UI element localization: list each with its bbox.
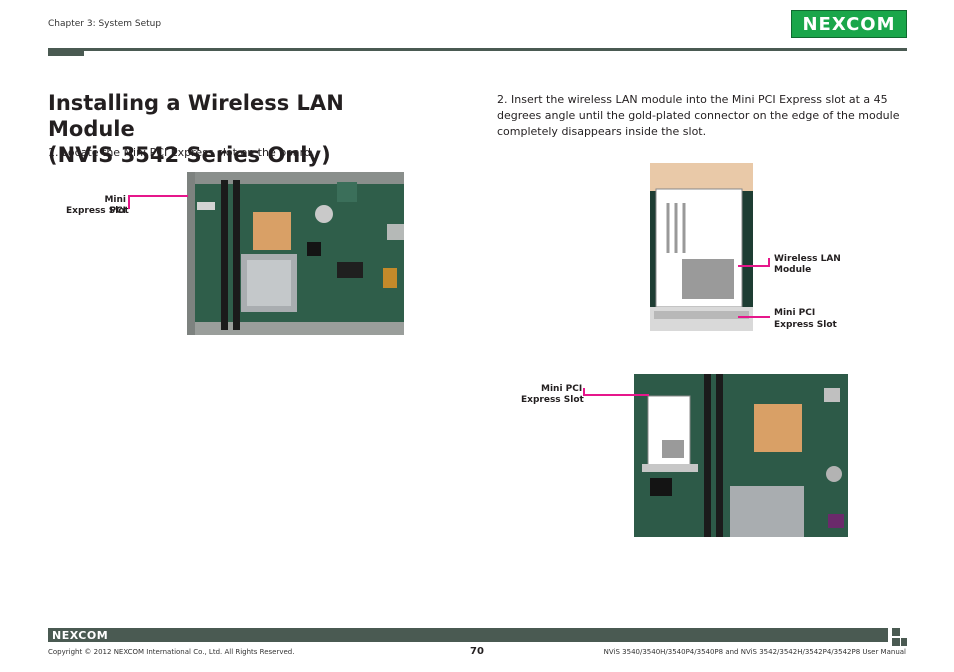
- photo3-callout-line-h: [583, 394, 649, 396]
- photo2-module-callout-line-v: [768, 258, 770, 267]
- photo2-slot-callout-line2: Express Slot: [774, 320, 837, 330]
- footer-square-2: [892, 638, 900, 646]
- photo3-callout-line-v: [583, 388, 585, 396]
- title-line-1: Installing a Wireless LAN Module: [48, 91, 344, 141]
- photo3-callout-line1: Mini PCI: [541, 384, 583, 394]
- installed-module-illustration: [634, 374, 848, 537]
- title-line-2: (NViS 3542 Series Only): [48, 143, 331, 167]
- footer-logo: NEXCOM: [52, 629, 109, 642]
- step-2-text: 2. Insert the wireless LAN module into t…: [497, 93, 900, 138]
- installed-module-photo: [634, 374, 848, 537]
- motherboard-photo: [187, 172, 404, 335]
- wireless-module-illustration: [650, 163, 753, 331]
- footer-copyright: Copyright © 2012 NEXCOM International Co…: [48, 648, 295, 656]
- photo1-callout-line2: Express Slot: [66, 206, 129, 216]
- nexcom-logo: NEXCOM: [791, 10, 907, 38]
- header-rule-accent: [48, 48, 84, 56]
- footer-bar: [48, 628, 888, 642]
- photo2-slot-callout-line-h: [738, 316, 770, 318]
- footer-square-1: [892, 628, 900, 636]
- page-number: 70: [470, 646, 484, 657]
- photo1-callout-line1: Mini PCI: [104, 195, 126, 216]
- photo2-slot-callout-line1: Mini PCI: [774, 308, 816, 318]
- photo2-module-callout-line2: Module: [774, 265, 812, 275]
- photo2-module-callout-line1: Wireless LAN: [774, 254, 841, 264]
- step-1-text: 1. Locate the Mini PCI Express slot on t…: [48, 146, 315, 159]
- chapter-label: Chapter 3: System Setup: [48, 19, 162, 29]
- photo1-callout-line-v: [128, 195, 130, 209]
- photo1-callout-label-2: Express Slot: [66, 206, 129, 217]
- header-rule: [48, 48, 907, 51]
- logo-text: NEXCOM: [802, 14, 896, 35]
- footer-manual-title: NViS 3540/3540H/3540P4/3540P8 and NViS 3…: [603, 648, 906, 656]
- photo3-callout-line2: Express Slot: [521, 395, 584, 405]
- motherboard-illustration: [187, 172, 404, 335]
- footer-square-3: [901, 638, 907, 646]
- photo1-callout-line-h: [128, 195, 188, 197]
- photo2-module-callout-line-h: [738, 265, 770, 267]
- wireless-module-photo: [650, 163, 753, 331]
- page-title: Installing a Wireless LAN Module (NViS 3…: [48, 90, 428, 168]
- photo1-callout-label: Mini PCI: [86, 195, 126, 217]
